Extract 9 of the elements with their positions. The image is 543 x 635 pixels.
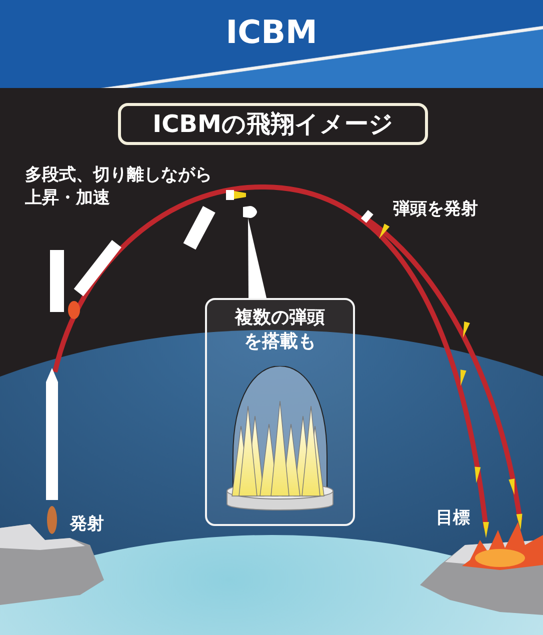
target-label: 目標	[436, 507, 470, 530]
stage-note: 多段式、切り離しながら上昇・加速	[25, 164, 213, 210]
inset-box	[205, 298, 355, 526]
callout-pointer	[248, 218, 266, 298]
inset-caption: 複数の弾頭を搭載も	[234, 306, 326, 354]
subtitle-box: ICBMの飛翔イメージ	[118, 103, 428, 145]
warhead-release-label: 弾頭を発射	[393, 198, 478, 221]
launch-label: 発射	[70, 513, 104, 536]
title-banner: ICBM	[0, 0, 543, 88]
